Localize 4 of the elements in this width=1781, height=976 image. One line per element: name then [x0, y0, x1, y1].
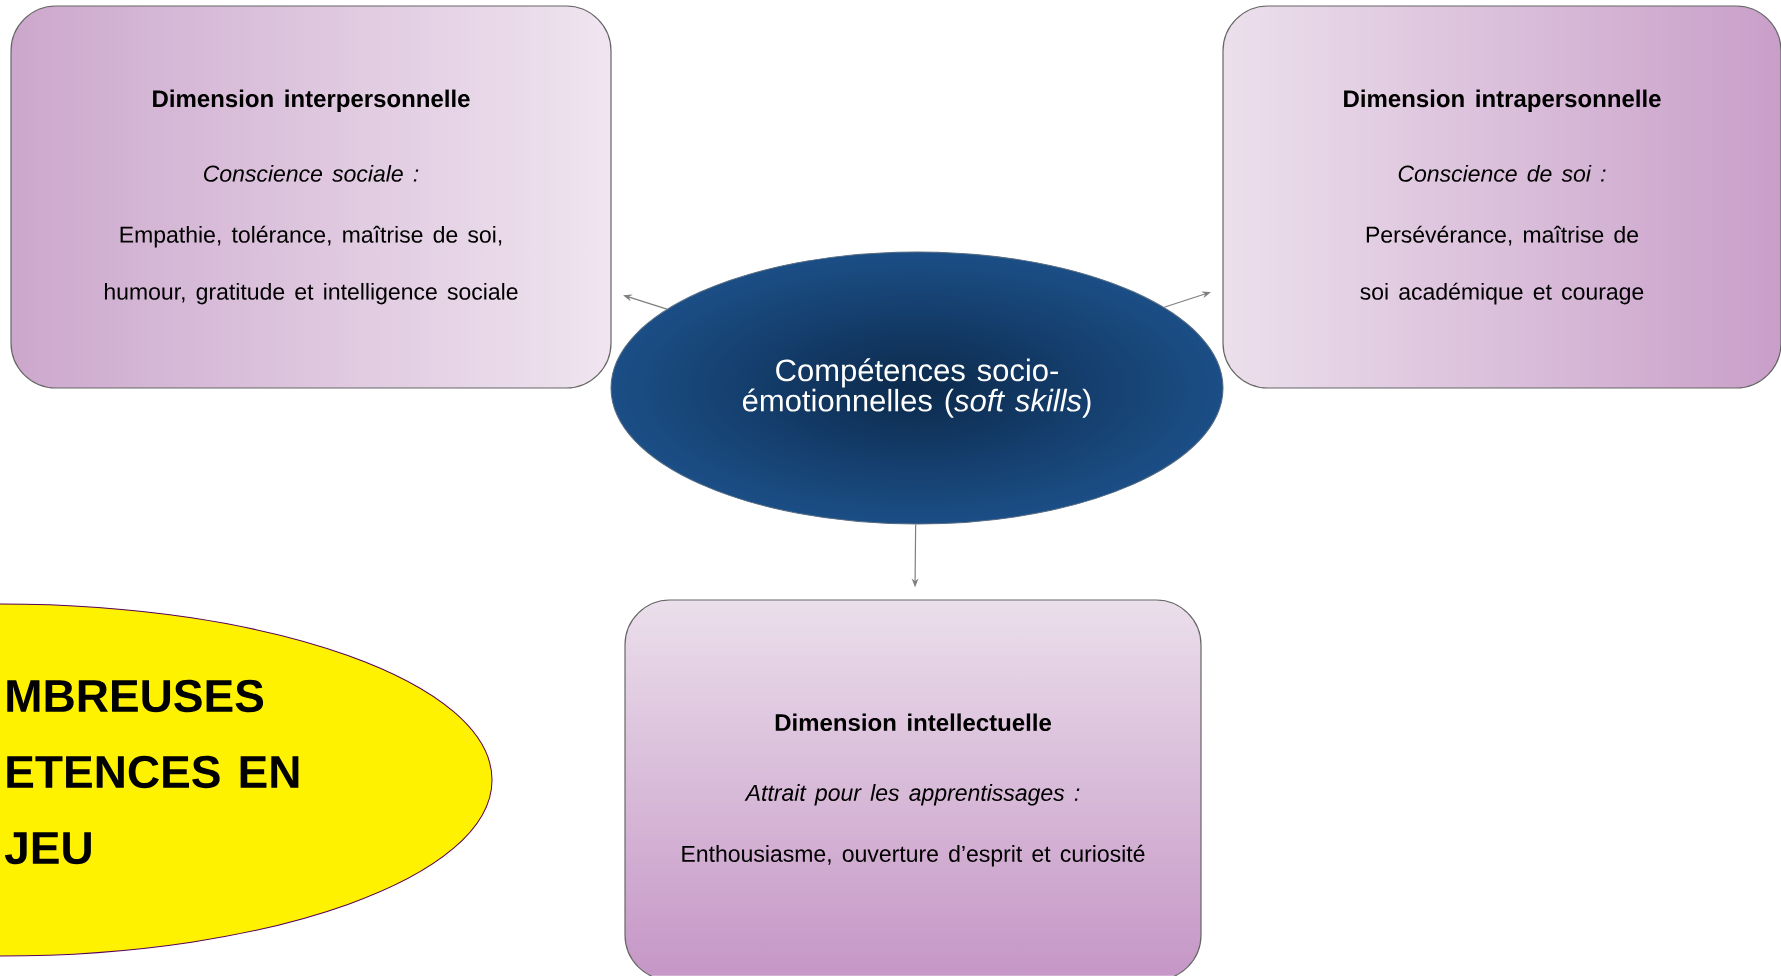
text-box: Dimension intellectuelle Attrait pour les apprentissages : Enthousiasme, ouverture d’esprit et curiosité	[624, 599, 1202, 976]
text-box: Dimension interpersonnelle Conscience sociale : Empathie, tolérance, maîtrise de soi, humour, gratitude et intelligence sociale	[10, 5, 612, 389]
arrow	[1163, 291, 1211, 308]
text-box: Dimension intrapersonnelle Conscience de soi : Persévérance, maîtrise de soi académique et courage	[1222, 5, 1781, 389]
